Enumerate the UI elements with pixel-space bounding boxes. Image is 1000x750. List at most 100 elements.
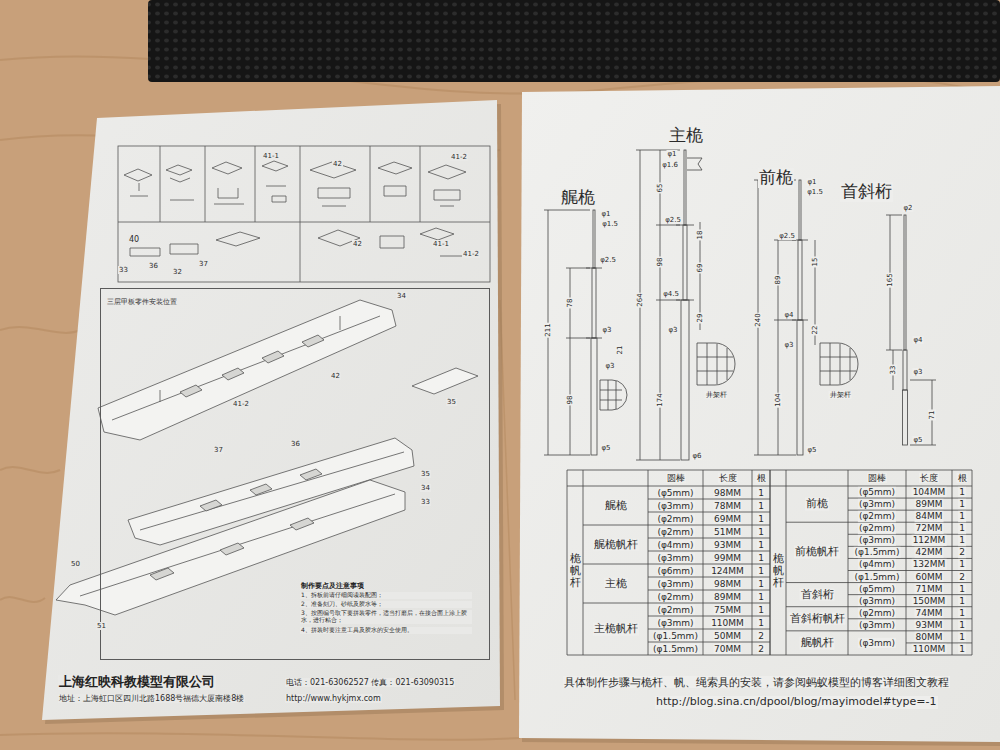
callout-number: 41-1 [432,240,450,248]
table-cell: 1 [757,539,765,549]
dimension-label: 98 [656,257,664,268]
drawing-rect [684,150,686,225]
table-cell: 99MM [713,552,742,562]
table-cell: 72MM [915,523,944,533]
company-name: 上海红映科教模型有限公司 [58,675,216,690]
note-text: 4、拼装时要注意工具及胶水的安全使用。 [300,627,472,634]
drawing-line [910,380,936,381]
drawing-path [600,380,627,410]
callout-number: 41-2 [462,250,480,258]
drawing-line [118,222,490,223]
table-cell: 124MM [710,565,745,575]
table-cell: (φ3mm) [656,500,694,510]
part-name: 井架杆 [829,391,852,399]
drawing-polygon [180,385,202,397]
dimension-label: φ2.5 [599,256,617,264]
drawing-line [544,455,590,456]
address-text: 地址：上海虹口区四川北路1688号福德大厦南楼8楼 [58,694,245,703]
drawing-rect [903,350,907,390]
table-cell: 84MM [915,511,944,521]
dimension-label: φ2.5 [664,216,682,224]
drawing-rect [681,300,689,460]
table-header: 圆棒 [867,473,887,483]
mast-title: 艉桅 [560,188,596,208]
callout-number: 41-2 [450,153,468,161]
drawing-path [0,733,520,739]
table-cell: (φ2mm) [656,526,694,536]
table-cell: (φ2mm) [656,604,694,614]
table-cell: 1 [958,511,966,521]
table-cell: (φ3mm) [656,552,694,562]
drawing-path [378,162,412,196]
drawing-line [255,146,256,222]
website-url: http://www.hykjmx.com [285,694,382,703]
table-cell: (φ6mm) [656,565,694,575]
drawing-path [310,162,356,206]
dimension-label: φ1 [666,150,677,158]
drawing-line [774,320,796,321]
table-cell: (φ3mm) [858,596,896,606]
dimension-label: 174 [656,392,664,407]
table-cell: (φ2mm) [656,513,694,523]
table-cell: (φ2mm) [656,591,694,601]
dimension-label: φ4 [912,336,923,344]
dimension-label: 29 [696,313,704,324]
table-cell: 2 [757,630,765,640]
table-cell: 98MM [713,578,742,588]
dimension-label: φ3 [601,326,612,334]
drawing-path [130,232,260,256]
drawing-rect [797,320,803,455]
table-cell: (φ4mm) [858,559,896,569]
dimension-label: 71 [928,410,936,421]
drawing-path [166,165,194,200]
table-header: 圆棒 [666,473,686,483]
contact-text: 电话：021-63062527 传真：021-63090315 [285,678,455,687]
note-text: 2、准备刻刀、砂纸及胶水等； [300,601,472,608]
dimension-label: φ1.5 [601,220,619,228]
table-row-name: 前桅 [805,498,829,511]
mast-title: 前桅 [758,168,794,188]
table-cell: (φ5mm) [656,487,694,497]
drawing-rect [903,390,908,445]
drawing-polygon [300,469,322,480]
table-cell: 2 [958,547,966,557]
table-cell: 1 [958,523,966,533]
drawing-line [910,445,936,446]
dimension-label: 18 [696,230,704,241]
table-cell: 150MM [912,596,947,606]
drawing-line [160,146,161,222]
table-cell: 1 [757,591,765,601]
table-cell: (φ1.5mm) [854,547,901,557]
table-rule [567,470,568,655]
callout-number: 37 [213,446,224,454]
table-row-name: 艉桅 [604,499,628,512]
drawing-line [778,240,779,455]
dimension-label: φ1.6 [661,161,679,169]
table-cell: (φ2mm) [858,523,896,533]
table-cell: 1 [958,596,966,606]
drawing-line [656,225,680,226]
dimension-label: 33 [889,365,897,376]
table-cell: 89MM [915,499,944,509]
dimension-label: 65 [656,183,664,194]
dimension-label: 240 [754,312,762,327]
table-header: 长度 [919,473,939,483]
table-rule [786,630,972,631]
ship-deck-drawing [56,300,478,615]
blog-url: http://blog.sina.cn/dpool/blog/mayimodel… [655,696,938,709]
callout-number: 50 [70,560,81,568]
table-cell: 98MM [713,487,742,497]
drawing-polygon [150,568,174,580]
dimension-label: φ3 [604,362,615,370]
drawing-line [205,146,206,222]
dimension-label: φ3 [912,368,923,376]
drawing-line [656,300,680,301]
drawing-rect [798,240,802,320]
dimension-label: 211 [544,322,552,337]
drawing-line [886,350,902,351]
drawing-rect [118,146,490,282]
callout-number: 36 [148,262,159,270]
table-cell: (φ3mm) [656,617,694,627]
